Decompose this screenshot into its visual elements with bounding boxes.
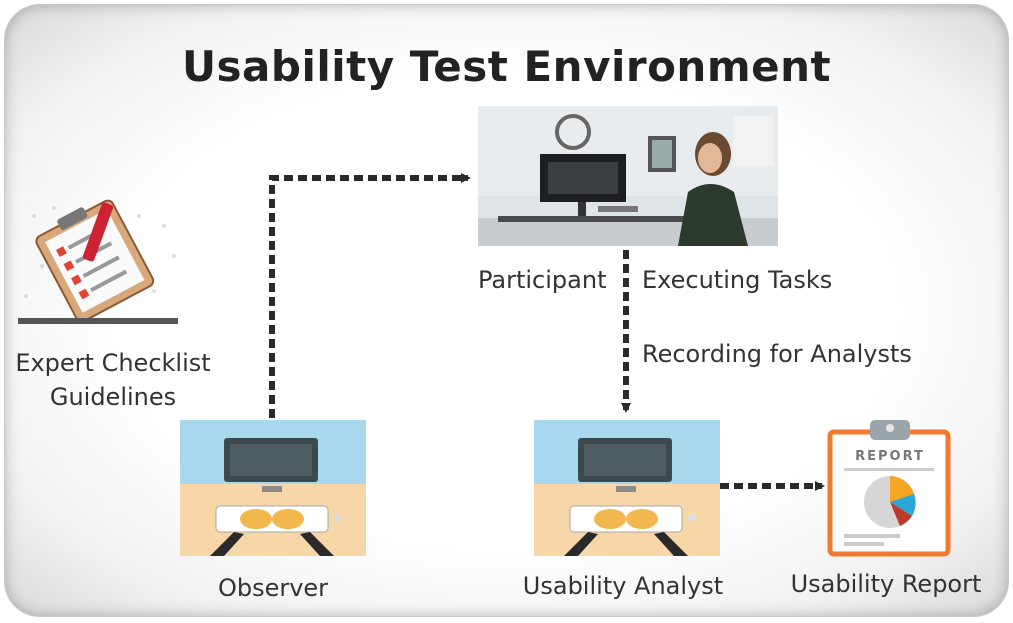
analyst-label: Usability Analyst — [522, 572, 724, 600]
checklist-label: Expert Checklist Guidelines — [8, 346, 218, 414]
executing-tasks-label: Executing Tasks — [642, 266, 833, 294]
participant-photo — [478, 106, 778, 246]
report-clipboard-icon: REPORT — [827, 420, 951, 557]
report-heading: REPORT — [855, 449, 925, 464]
observer-workstation-icon — [180, 420, 366, 556]
participant-label: Participant — [478, 266, 607, 294]
clipboard-checklist-icon — [18, 199, 178, 324]
report-label: Usability Report — [790, 570, 982, 598]
checklist-label-text: Expert Checklist Guidelines — [15, 349, 211, 411]
recording-label: Recording for Analysts — [642, 340, 912, 368]
arrow-observer-to-participant — [269, 173, 471, 418]
diagram-title: Usability Test Environment — [181, 42, 832, 91]
observer-label: Observer — [217, 574, 329, 602]
analyst-workstation-icon — [534, 420, 720, 556]
